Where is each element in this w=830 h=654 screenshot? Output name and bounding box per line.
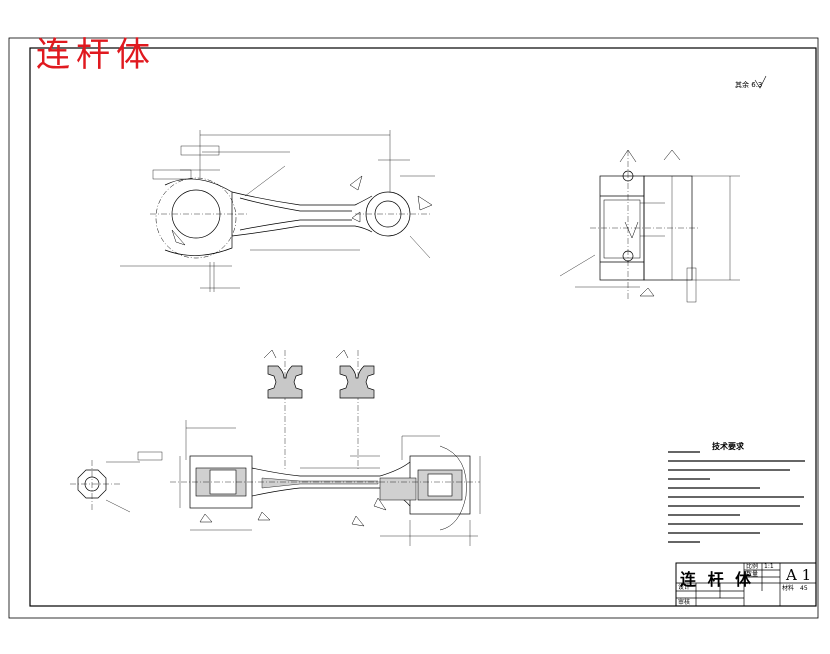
drawing-title: 连杆体 — [36, 35, 156, 75]
scale-value: 1:1 — [764, 563, 774, 570]
checker-label: 审核 — [678, 599, 691, 606]
section-view — [170, 420, 481, 546]
title-block-sheet-code: A 1 — [786, 566, 812, 584]
quantity-label: 数量 — [746, 571, 759, 578]
outer-border — [8, 37, 819, 619]
roughness-label: 其余 — [735, 81, 749, 89]
inner-border — [29, 47, 817, 607]
detail-view — [70, 451, 163, 513]
technical-requirements-title: 技术要求 — [712, 442, 744, 451]
main-view — [120, 130, 435, 292]
title-block-grid — [675, 562, 817, 607]
designer-label: 设计 — [678, 584, 691, 591]
material-value: 45 — [800, 585, 808, 592]
roughness-note: 其余 6.3 — [735, 80, 762, 90]
cross-sections — [263, 349, 375, 470]
roughness-value: 6.3 — [751, 81, 763, 89]
title-block-part-name: 连 杆 体 — [680, 570, 755, 589]
material-label: 材料 — [782, 585, 795, 592]
technical-requirements-lines — [668, 451, 805, 543]
side-view — [559, 75, 767, 303]
scale-label: 比例 — [746, 563, 759, 570]
